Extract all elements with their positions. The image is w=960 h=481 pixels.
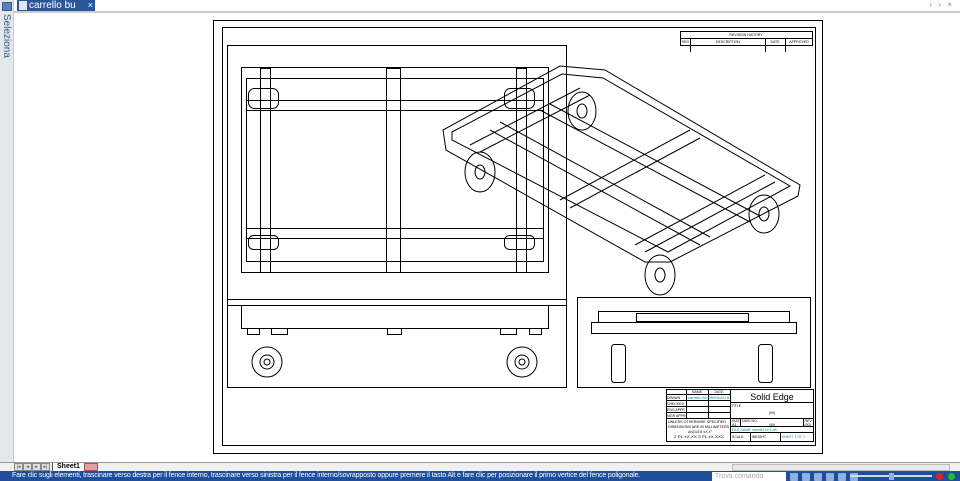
window-controls[interactable]: ‹ › × <box>929 0 954 9</box>
rev-col: REV <box>682 40 690 44</box>
next-sheet-button[interactable]: ▸ <box>32 463 41 471</box>
svg-text:A3: A3 <box>732 423 736 427</box>
revision-table: REVISION HISTORY REV DESCRIPTION DATE AP… <box>680 31 813 52</box>
view-tools <box>790 472 858 481</box>
svg-text:REV: REV <box>805 419 813 423</box>
svg-text:ANGLES ±X.X°: ANGLES ±X.X° <box>688 430 713 434</box>
svg-text:WEIGHT:: WEIGHT: <box>752 435 767 439</box>
status-bar <box>0 471 960 481</box>
tab-divider <box>14 11 960 13</box>
brand-text: Solid Edge <box>750 392 794 402</box>
command-search-input[interactable]: Trova comando <box>712 472 786 481</box>
document-tab[interactable]: carrello bu 1.dft × <box>17 0 95 22</box>
svg-text:(00): (00) <box>769 411 775 415</box>
svg-text:(00): (00) <box>805 423 811 427</box>
svg-text:DWG NO: DWG NO <box>742 419 757 423</box>
drawing-frame <box>222 27 816 446</box>
draft-file-icon <box>19 1 27 10</box>
svg-text:ENG APPR: ENG APPR <box>667 408 685 412</box>
svg-text:TITLE: TITLE <box>732 404 742 408</box>
arrow-icon[interactable] <box>790 472 798 481</box>
select-tool-icon[interactable] <box>2 2 12 11</box>
zoom-icon[interactable] <box>814 472 822 481</box>
document-tab-title: carrello bu 1.dft <box>29 0 76 22</box>
zoom-slider-thumb[interactable] <box>889 473 894 480</box>
date-col: DATE <box>770 40 780 44</box>
pan-icon[interactable] <box>838 472 846 481</box>
status-message: Fare clic sugli elementi, trascinare ver… <box>12 472 641 479</box>
sheet-border <box>213 20 823 454</box>
svg-text:DIMENSIONS ARE IN MILLIMETERS: DIMENSIONS ARE IN MILLIMETERS <box>668 425 730 429</box>
revision-title: REVISION HISTORY <box>729 33 763 37</box>
svg-text:DRAWN: DRAWN <box>667 396 681 400</box>
top-view[interactable] <box>227 45 567 306</box>
svg-text:NAME: NAME <box>692 390 703 394</box>
close-tab-button[interactable]: × <box>87 0 93 10</box>
svg-text:FILE NAME: carrello bu 1.dft: FILE NAME: carrello bu 1.dft <box>732 428 777 432</box>
zoom-area-icon[interactable] <box>826 472 834 481</box>
svg-text:DATE: DATE <box>714 390 724 394</box>
front-view[interactable] <box>227 299 567 388</box>
last-sheet-button[interactable]: ▸| <box>41 463 50 471</box>
side-view[interactable] <box>577 297 811 388</box>
select-panel-tab[interactable]: Seleziona <box>1 14 12 58</box>
svg-text:CHECKED: CHECKED <box>667 402 685 406</box>
svg-text:MGR APPR: MGR APPR <box>667 414 686 418</box>
side-panel: Seleziona <box>0 0 14 462</box>
approved-col: APPROVED <box>789 40 809 44</box>
go-icon[interactable] <box>948 473 955 480</box>
stop-icon[interactable] <box>936 473 943 480</box>
svg-text:(00): (00) <box>769 423 775 427</box>
svg-text:SIZE: SIZE <box>732 419 740 423</box>
svg-text:SHEET 1 OF 1: SHEET 1 OF 1 <box>782 435 805 439</box>
title-block: NAME DATE DRAWN CHECKED ENG APPR MGR APP… <box>666 389 814 442</box>
isometric-view[interactable] <box>442 65 801 296</box>
svg-text:2 PL ±X.XX 3 PL ±X.XXX: 2 PL ±X.XX 3 PL ±X.XXX <box>674 435 725 439</box>
horizontal-scrollbar[interactable] <box>732 464 950 471</box>
svg-text:SCALE:: SCALE: <box>732 435 744 439</box>
description-col: DESCRIPTION <box>716 40 740 44</box>
prev-sheet-button[interactable]: ◂ <box>23 463 32 471</box>
drawing-canvas[interactable]: REVISION HISTORY REV DESCRIPTION DATE AP… <box>0 0 960 462</box>
svg-text:UNLESS OTHERWISE SPECIFIED: UNLESS OTHERWISE SPECIFIED <box>668 420 726 424</box>
add-sheet-button[interactable] <box>84 463 98 471</box>
fit-icon[interactable] <box>802 472 810 481</box>
first-sheet-button[interactable]: |◂ <box>14 463 23 471</box>
sheet-tab-bar: |◂ ◂ ▸ ▸| Sheet1 <box>0 462 960 472</box>
svg-text:carrello bu 08/03/2019: carrello bu 08/03/2019 <box>688 396 729 400</box>
